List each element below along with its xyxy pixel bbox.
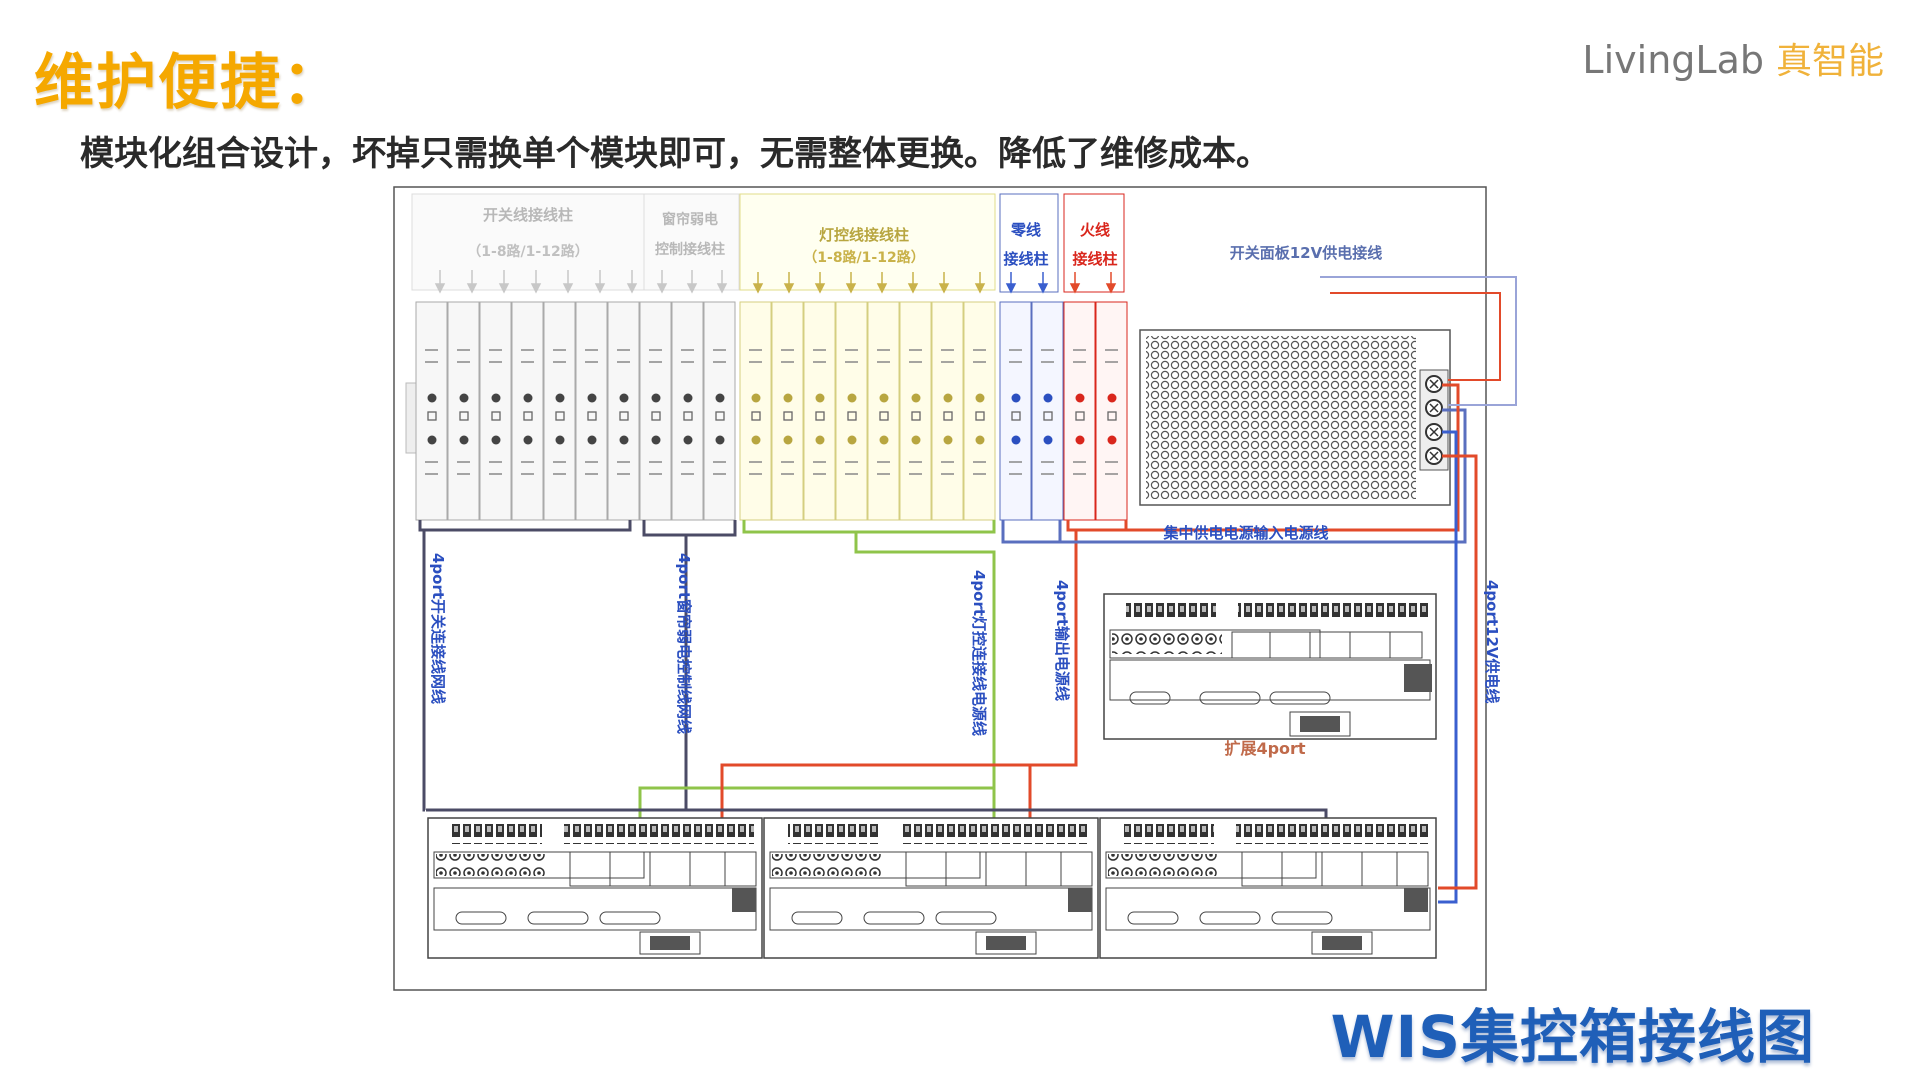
central-power-input-label: 集中供电电源输入电源线 [1162,524,1328,542]
live-terminal-label-1: 火线 [1080,221,1110,239]
switch-net-line-label: 4port开关连接线网线 [429,553,447,704]
supply-12v-line-label: 4port12V供电线 [1483,580,1501,704]
expansion-4port-label: 扩展4port [1224,739,1305,758]
live-bus-wire [1066,520,1128,532]
light-power-wire-horizontal [638,786,996,820]
live-terminal-label-2: 接线柱 [1072,250,1117,268]
curtain-terminal-label-1: 窗帘弱电 [662,211,718,228]
slide-subtitle: 模块化组合设计，坏掉只需换单个模块即可，无需整体更换。降低了维修成本。 [80,134,1270,174]
light-terminal-label-2: （1-8路/1-12路） [803,249,924,266]
light-power-line-label: 4port灯控连接线电源线 [970,570,988,736]
switch-arrows [434,270,728,294]
output-power-wire [720,530,1078,820]
module-bus-wire [426,808,1328,820]
light-arrows [752,272,986,294]
switch-bus-wire [418,520,632,532]
neutral-arrows [1005,272,1049,294]
curtain-net-line-label: 4port窗帘弱电控制线网线 [675,553,693,734]
light-terminal-box [739,193,996,291]
curtain-bus-wire [642,520,737,537]
supply-12v-red-wire [1438,454,1478,890]
live-terminal-box [1063,193,1125,293]
neutral-bus-wire [1001,520,1062,544]
switch-terminal-box [411,193,645,291]
neutral-terminal-label-2: 接线柱 [1003,250,1048,268]
switch-terminal-label-1: 开关线接线柱 [483,206,573,224]
light-bus-wire [742,520,996,534]
bottom-module-1 [427,817,763,959]
switch-net-wire [422,530,426,812]
live-arrows [1069,272,1117,294]
brand-logo: LivingLab 真智能 [1582,32,1884,84]
brand-cn: 真智能 [1775,41,1884,82]
brand-name: LivingLab [1582,38,1764,82]
central-input-neutral-wire [1060,408,1467,544]
slide-title: 维护便捷： [34,48,344,118]
panel-power-label: 开关面板12V供电接线 [1230,244,1382,262]
neutral-terminal-box [999,193,1059,293]
neutral-terminal-label-1: 零线 [1010,221,1041,239]
diagram-title: WIS集控箱接线图 [1330,1003,1815,1071]
light-power-wire-vertical [854,532,996,790]
output-power-line-label: 4port输出电源线 [1053,580,1071,701]
panel-power-wire-red [1330,292,1501,381]
bottom-module-3 [1099,817,1437,959]
power-supply-unit [1139,329,1451,506]
switch-terminal-label-2: （1-8路/1-12路） [467,243,588,260]
bottom-module-2 [763,817,1099,959]
panel-power-wire-blue [1320,276,1517,406]
supply-12v-blue-wire [1438,430,1458,904]
curtain-terminal-label-2: 控制接线柱 [655,241,725,258]
terminal-block-strip [405,301,1128,521]
light-terminal-label-1: 灯控线接线柱 [819,226,909,244]
expansion-4port-module: 扩展4port [1103,593,1437,758]
